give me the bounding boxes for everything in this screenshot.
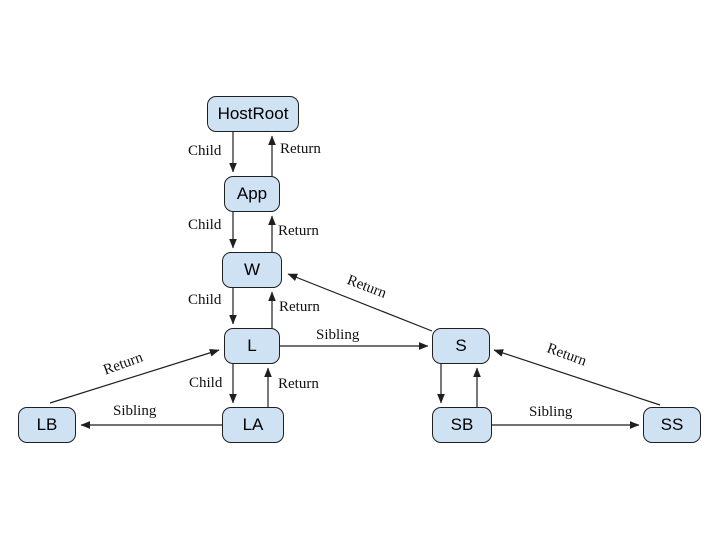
edge-label-sibling-la-lb: Sibling [113, 403, 157, 419]
edge-label-child-app-w: Child [188, 217, 222, 233]
edge-return-ss-s [493, 349, 661, 406]
node-sb: SB [432, 407, 492, 443]
edge-return-s-w [287, 273, 433, 332]
node-l: L [224, 328, 280, 364]
edge-label-return-app-hostroot: Return [280, 141, 321, 157]
node-s: S [432, 328, 490, 364]
node-hostroot: HostRoot [207, 96, 299, 132]
edge-label-return-l-w: Return [279, 299, 320, 315]
node-w: W [222, 252, 282, 288]
edge-label-child-l-la: Child [189, 375, 223, 391]
edge-label-sibling-l-s: Sibling [316, 327, 360, 343]
edge-label-child-hostroot-app: Child [188, 143, 222, 159]
edge-return-lb-l [49, 349, 220, 404]
edge-label-sibling-sb-ss: Sibling [529, 404, 573, 420]
node-app: App [224, 176, 280, 212]
node-la: LA [222, 407, 284, 443]
edge-label-child-w-l: Child [188, 292, 222, 308]
edge-label-return-la-l: Return [278, 376, 319, 392]
edge-label-return-w-app: Return [278, 223, 319, 239]
node-ss: SS [643, 407, 701, 443]
node-lb: LB [18, 407, 76, 443]
